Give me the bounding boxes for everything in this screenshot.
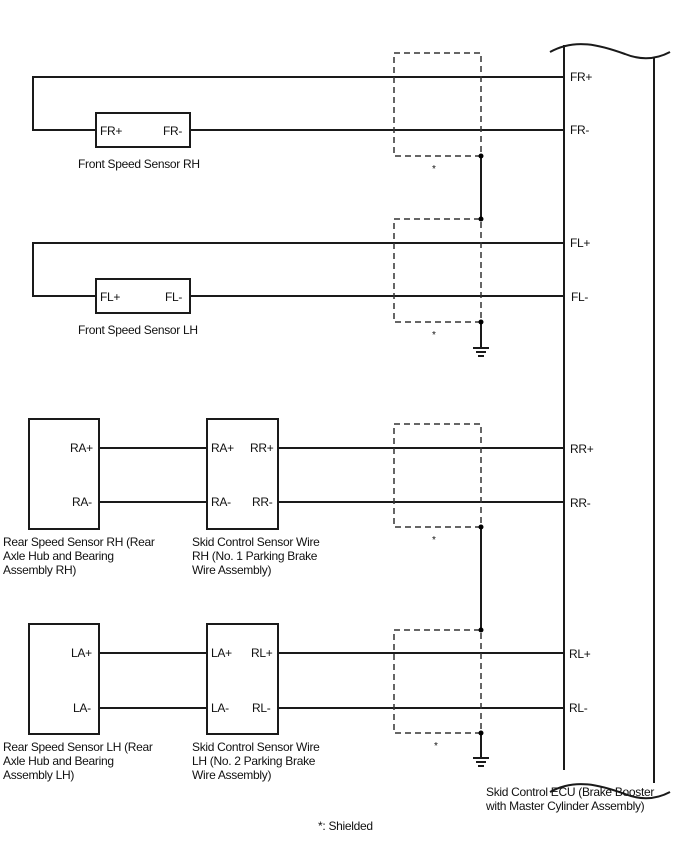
pin-wire-ra-plus: RA+ [211, 441, 234, 455]
rear-speed-sensor-rh-label-1: Rear Speed Sensor RH (Rear [3, 535, 155, 549]
pin-ra-minus: RA- [72, 495, 92, 509]
rear-speed-sensor-rh-box [28, 418, 100, 530]
rear-speed-sensor-rh-label-2: Axle Hub and Bearing [3, 549, 114, 563]
shield-marker: * [432, 535, 436, 546]
rear-speed-sensor-lh-label-1: Rear Speed Sensor LH (Rear [3, 740, 153, 754]
pin-wire-rl-plus: RL+ [251, 646, 273, 660]
ecu-terminal-fr-plus: FR+ [570, 70, 592, 84]
rear-lh-circuit: LA+ LA- LA+ LA- RL+ RL- Rear Speed Senso… [3, 623, 564, 782]
pin-wire-la-minus: LA- [211, 701, 229, 715]
rear-speed-sensor-lh-box [28, 623, 100, 735]
sensor-wire-rh-label-2: RH (No. 1 Parking Brake [192, 549, 318, 563]
pin-wire-la-plus: LA+ [211, 646, 232, 660]
sensor-wire-rh-box [206, 418, 279, 530]
pin-la-plus: LA+ [71, 646, 92, 660]
junction-dot [478, 319, 484, 325]
pin-wire-rr-minus: RR- [252, 495, 273, 509]
shield-fl [393, 218, 482, 323]
front-speed-sensor-rh-label: Front Speed Sensor RH [78, 157, 200, 171]
pin-fl-minus: FL- [165, 290, 182, 304]
sensor-wire-lh-label-1: Skid Control Sensor Wire [192, 740, 320, 754]
front-speed-sensor-lh-box [95, 278, 191, 314]
shield-marker: * [432, 164, 436, 175]
ecu-terminal-rl-minus: RL- [569, 701, 588, 715]
pin-wire-ra-minus: RA- [211, 495, 231, 509]
front-rh-circuit: FR+ FR- Front Speed Sensor RH [32, 76, 564, 171]
shield-rl [393, 629, 482, 734]
rear-speed-sensor-lh-label-3: Assembly LH) [3, 768, 74, 782]
ground-icon [473, 757, 489, 767]
shield-fr [393, 52, 482, 157]
ecu-label-1: Skid Control ECU (Brake Booster [486, 785, 654, 799]
ecu-label-2: with Master Cylinder Assembly) [485, 799, 645, 813]
rear-speed-sensor-lh-label-2: Axle Hub and Bearing [3, 754, 114, 768]
pin-fl-plus: FL+ [100, 290, 120, 304]
sensor-wire-rh-label-3: Wire Assembly) [192, 563, 271, 577]
ecu-terminal-rl-plus: RL+ [569, 647, 591, 661]
pin-fr-plus: FR+ [100, 124, 122, 138]
shields: * * * * [393, 52, 482, 752]
rear-speed-sensor-rh-label-3: Assembly RH) [3, 563, 76, 577]
sensor-wire-rh-label-1: Skid Control Sensor Wire [192, 535, 320, 549]
rear-rh-circuit: RA+ RA- RA+ RA- RR+ RR- Rear Speed Senso… [3, 418, 564, 577]
pin-wire-rl-minus: RL- [252, 701, 271, 715]
ecu-terminal-fl-plus: FL+ [570, 236, 590, 250]
shield-drain-wires [478, 153, 484, 757]
pin-la-minus: LA- [73, 701, 91, 715]
front-speed-sensor-lh-label: Front Speed Sensor LH [78, 323, 198, 337]
sensor-wire-lh-label-3: Wire Assembly) [192, 768, 271, 782]
shield-marker: * [432, 330, 436, 341]
footnote-shielded: *: Shielded [318, 819, 373, 833]
junction-dot [478, 627, 484, 633]
ecu-terminal-rr-plus: RR+ [570, 442, 594, 456]
ecu-terminals: FR+ FR- FL+ FL- RR+ RR- RL+ RL- [569, 70, 594, 715]
junction-dot [478, 524, 484, 530]
pin-ra-plus: RA+ [70, 441, 93, 455]
pin-fr-minus: FR- [163, 124, 182, 138]
junction-dot [478, 153, 484, 159]
junction-dot [478, 730, 484, 736]
shield-rr [393, 423, 482, 528]
front-speed-sensor-rh-box [95, 112, 191, 148]
front-lh-circuit: FL+ FL- Front Speed Sensor LH [32, 242, 564, 337]
pin-wire-rr-plus: RR+ [250, 441, 274, 455]
ecu-terminal-fr-minus: FR- [570, 123, 589, 137]
shield-marker: * [434, 741, 438, 752]
junction-dot [478, 216, 484, 222]
skid-control-ecu [549, 43, 671, 800]
sensor-wire-lh-label-2: LH (No. 2 Parking Brake [192, 754, 316, 768]
ecu-terminal-rr-minus: RR- [570, 496, 591, 510]
ecu-terminal-fl-minus: FL- [571, 290, 588, 304]
sensor-wire-lh-box [206, 623, 279, 735]
ground-icon [473, 347, 489, 357]
